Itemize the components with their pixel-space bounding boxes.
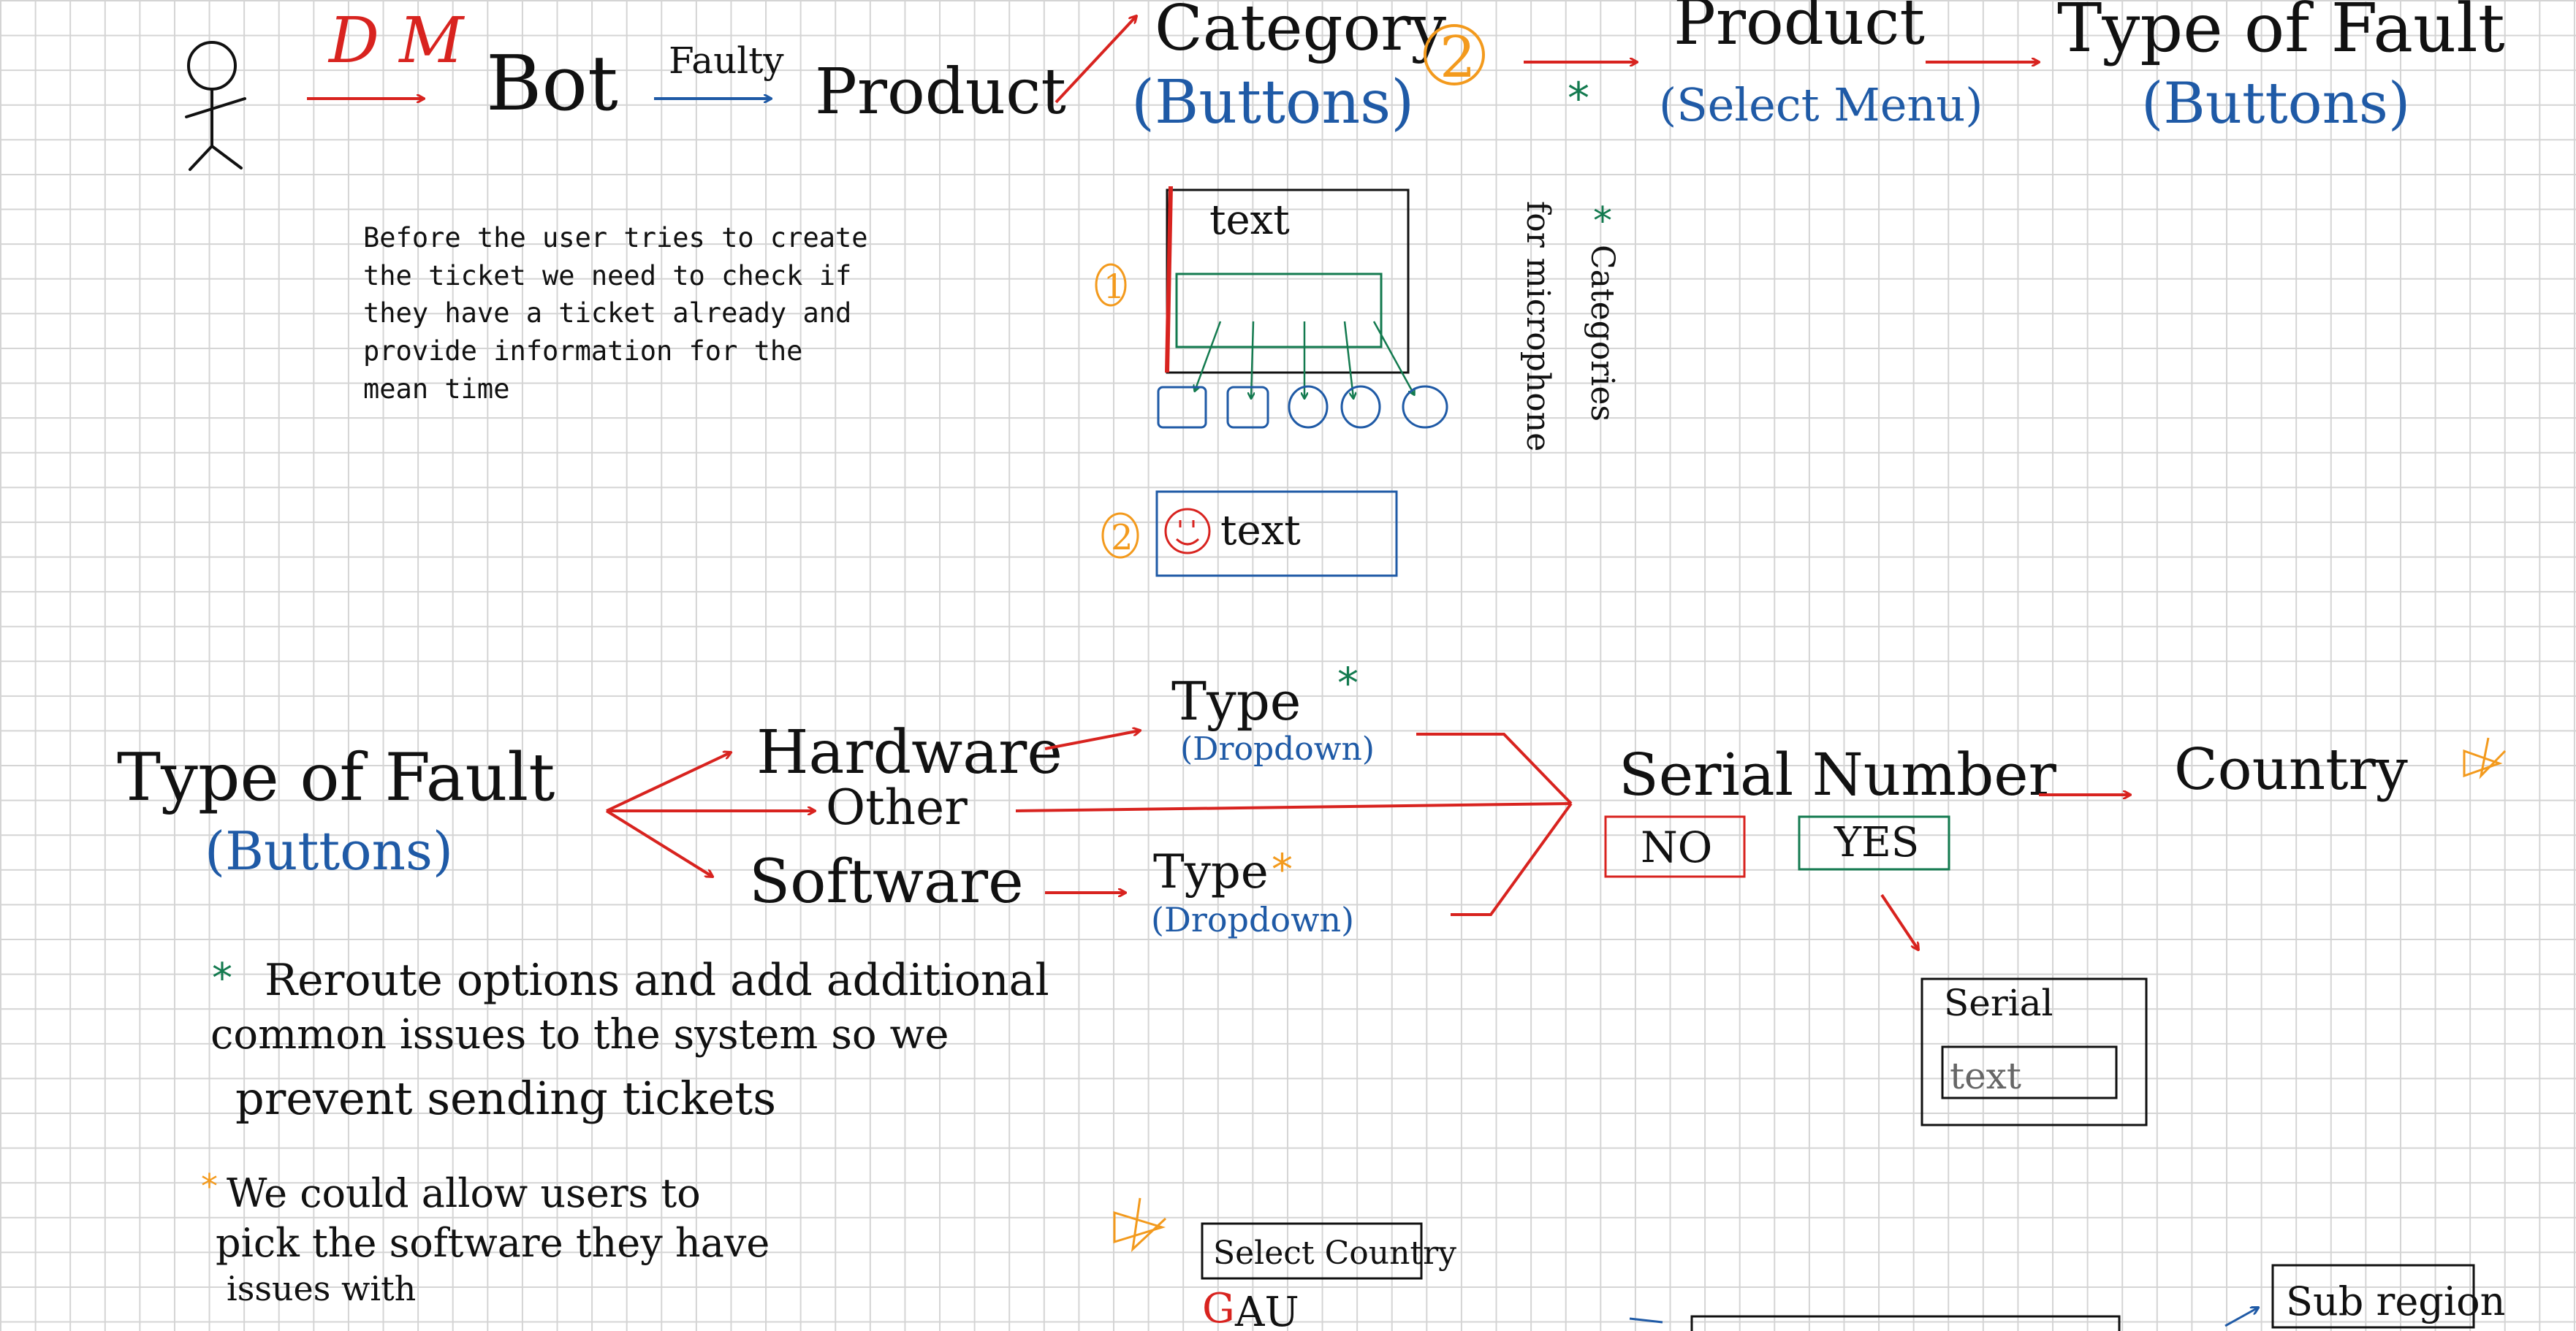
type-hardware-star: * [1337,658,1359,708]
software-note-line: issues with [227,1269,416,1308]
software-note-star: * [201,1167,218,1206]
step-two-badge [1424,24,1485,85]
mockup-two-text: text [1220,507,1301,554]
software-note-line: pick the software they have [216,1220,770,1266]
country-option-value: AU [1234,1289,1299,1331]
mockup-one-select-area [1175,272,1383,348]
yes-button[interactable] [1798,815,1950,871]
category-button[interactable] [1288,385,1329,429]
reroute-note-line: Reroute options and add additional [265,955,1049,1006]
mockup-two-number: 2 [1111,517,1133,558]
reroute-note-line: common issues to the system so we [210,1011,949,1059]
note-line: mean time [363,373,509,405]
serial-number-label: Serial Number [1619,741,2057,809]
reroute-note-line: prevent sending tickets [235,1072,776,1125]
mockup-one-embed-accent [1165,186,1173,373]
bot-label: Bot [486,39,618,128]
merge-to-serial-lines [1015,733,1573,916]
country-select[interactable] [1201,1222,1423,1280]
software-note: * We could allow users to pick the softw… [201,1167,770,1308]
subregion-blue-arrow [2224,1308,2258,1327]
software-note-line: We could allow users to [227,1170,701,1216]
type-software-label: Type [1153,845,1269,899]
mockup-two: 2 text [1101,490,1398,577]
dm-label: D M [327,4,465,77]
type-software-star: * [1272,844,1293,894]
product-label: Product [815,56,1066,129]
note-line: provide information for the [363,335,802,367]
microphone-categories-note: * Categories for microphone [1519,199,1621,451]
hardware-to-type-arrow [1044,731,1140,750]
step-two-number: 2 [1440,25,1476,91]
type-software-sub-label: (Dropdown) [1151,900,1354,939]
serial-text-input[interactable] [1941,1045,2118,1099]
no-button-label: NO [1641,823,1712,872]
type-fault-bottom-sub-label: (Buttons) [205,820,453,882]
no-button[interactable] [1604,815,1746,878]
type-hardware-sub-label: (Dropdown) [1180,731,1375,768]
subregion-select[interactable] [2271,1264,2475,1329]
smiley-icon [1164,508,1211,554]
country-option-marker: G [1202,1285,1235,1331]
side-note-line-two: for microphone [1519,201,1557,451]
fault-branch-arrows [605,752,815,877]
partial-box [1690,1315,2121,1331]
user-stick-figure-icon [185,41,246,171]
serial-modal-title: Serial [1944,982,2053,1024]
note-line: Before the user tries to create [363,222,868,253]
orange-star-country-icon [1113,1197,1167,1252]
mockup-one-option-arrows [1195,321,1414,398]
category-button[interactable] [1402,385,1448,429]
category-button[interactable] [1157,386,1207,429]
reroute-note: * Reroute options and add additional com… [210,955,1049,1125]
mockup-two-number-badge [1101,512,1139,559]
serial-modal [1920,977,2148,1126]
existing-ticket-note: Before the user tries to create the tick… [363,222,868,405]
note-line: they have a ticket already and [363,297,851,329]
faulty-label: Faulty [669,39,784,82]
mockup-one-number-badge [1095,263,1127,307]
orange-star-mark-icon [2463,737,2507,779]
subregion-select-label: Sub region [2286,1278,2505,1324]
side-note-star: * [1593,199,1612,243]
product-select-sub-label: (Select Menu) [1659,78,1983,131]
country-label: Country [2174,737,2408,803]
side-note-line-one: Categories [1584,245,1621,422]
category-button[interactable] [1226,386,1269,429]
mockup-one-category-buttons [1157,385,1448,429]
green-star-note-marker: * [1568,73,1589,124]
yes-button-label: YES [1834,819,1919,866]
category-button[interactable] [1340,385,1381,429]
country-select-label: Select Country [1213,1235,1456,1272]
serial-input-placeholder: text [1950,1055,2021,1097]
category-label: Category [1155,0,1446,65]
type-hardware-label: Type [1171,671,1301,732]
type-fault-top-sub-label: (Buttons) [2141,71,2410,137]
mockup-one-number: 1 [1103,267,1125,306]
mockup-one: 1 text [1095,186,1448,429]
yes-to-serial-box-arrow [1880,893,1918,950]
product-to-category-arrow [1055,16,1136,104]
partial-blue-arrow [1629,1317,1663,1324]
hardware-label: Hardware [756,718,1063,787]
note-line: the ticket we need to check if [363,260,851,291]
other-label: Other [826,779,968,836]
mockup-two-message-box [1155,490,1398,577]
reroute-note-star: * [212,955,232,1002]
product-select-label: Product [1673,0,1925,59]
type-fault-bottom-label: Type of Fault [117,739,555,816]
software-label: Software [749,847,1024,917]
mockup-one-text: text [1209,197,1290,244]
category-sub-label: (Buttons) [1131,68,1414,137]
type-fault-top-label: Type of Fault [2057,0,2505,67]
